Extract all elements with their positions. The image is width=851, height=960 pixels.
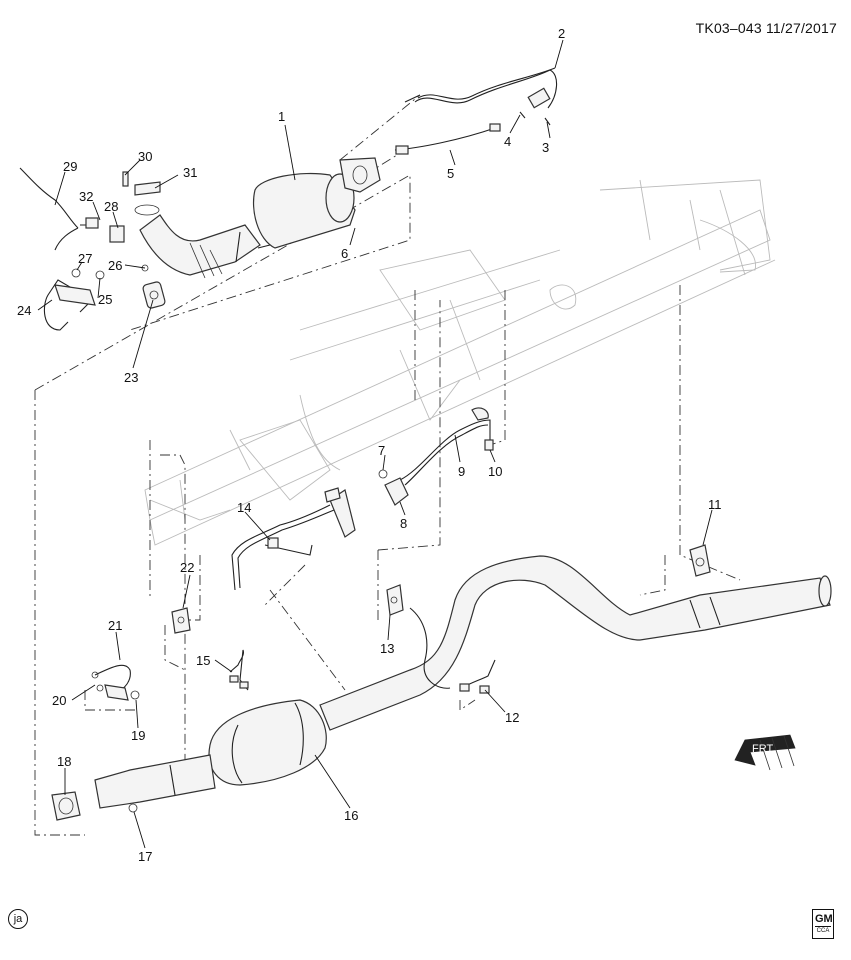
callout-31: 31 (183, 165, 197, 180)
sensor-21 (91, 664, 140, 701)
muffler-exhaust-pipe (51, 555, 832, 821)
hanger-13 (386, 584, 404, 616)
callout-9: 9 (458, 464, 465, 479)
alignment-lines (34, 94, 741, 836)
callout-7: 7 (378, 443, 385, 458)
callout-28: 28 (104, 199, 118, 214)
callout-27: 27 (78, 251, 92, 266)
callout-11: 11 (708, 497, 722, 512)
callout-32: 32 (79, 189, 93, 204)
hanger-22 (171, 607, 191, 634)
callout-5: 5 (447, 166, 454, 181)
callout-22: 22 (180, 560, 194, 575)
sensor-12 (409, 607, 496, 694)
callout-leaders (37, 39, 713, 849)
frt-label: FRT (752, 743, 773, 755)
callout-30: 30 (138, 149, 152, 164)
upstream-o2-sensor-harness (404, 67, 558, 126)
callout-26: 26 (108, 258, 122, 273)
front-catalytic-converter (139, 157, 381, 279)
callout-15: 15 (196, 653, 210, 668)
bracket-14 (231, 487, 356, 591)
callout-12: 12 (505, 710, 519, 725)
hanger-11 (689, 544, 711, 577)
callout-4: 4 (504, 134, 511, 149)
ja-badge: ja (8, 909, 28, 929)
callout-14: 14 (237, 500, 251, 515)
diagram-date: 11/27/2017 (765, 20, 837, 36)
diagram-code: TK03–043 (695, 20, 762, 36)
callout-1: 1 (278, 109, 285, 124)
callout-18: 18 (57, 754, 71, 769)
gm-logo-sub: CCA (816, 928, 830, 934)
callout-8: 8 (400, 516, 407, 531)
callout-3: 3 (542, 140, 549, 155)
gm-logo-text: GM (815, 913, 833, 927)
front-direction-arrow: FRT (734, 734, 796, 771)
callout-13: 13 (380, 641, 394, 656)
callout-20: 20 (52, 693, 66, 708)
callout-17: 17 (138, 849, 152, 864)
rear-sensor-harness-9 (378, 407, 494, 506)
callout-16: 16 (344, 808, 358, 823)
callout-21: 21 (108, 618, 122, 633)
sensor-15 (229, 649, 249, 691)
downstream-o2-sensor (394, 123, 501, 155)
callout-6: 6 (341, 246, 348, 261)
callout-29: 29 (63, 159, 77, 174)
gm-logo: GM CCA (812, 909, 834, 939)
callout-24: 24 (17, 303, 31, 318)
left-sensor-cluster (19, 167, 166, 331)
callout-10: 10 (488, 464, 502, 479)
callout-19: 19 (131, 728, 145, 743)
callout-2: 2 (558, 26, 565, 41)
callout-25: 25 (98, 292, 112, 307)
callout-numbers: 1 2 3 4 5 6 7 8 9 10 11 12 13 14 15 16 1… (17, 26, 722, 864)
callout-23: 23 (124, 370, 138, 385)
diagram-header: TK03–043 11/27/2017 (696, 20, 837, 36)
